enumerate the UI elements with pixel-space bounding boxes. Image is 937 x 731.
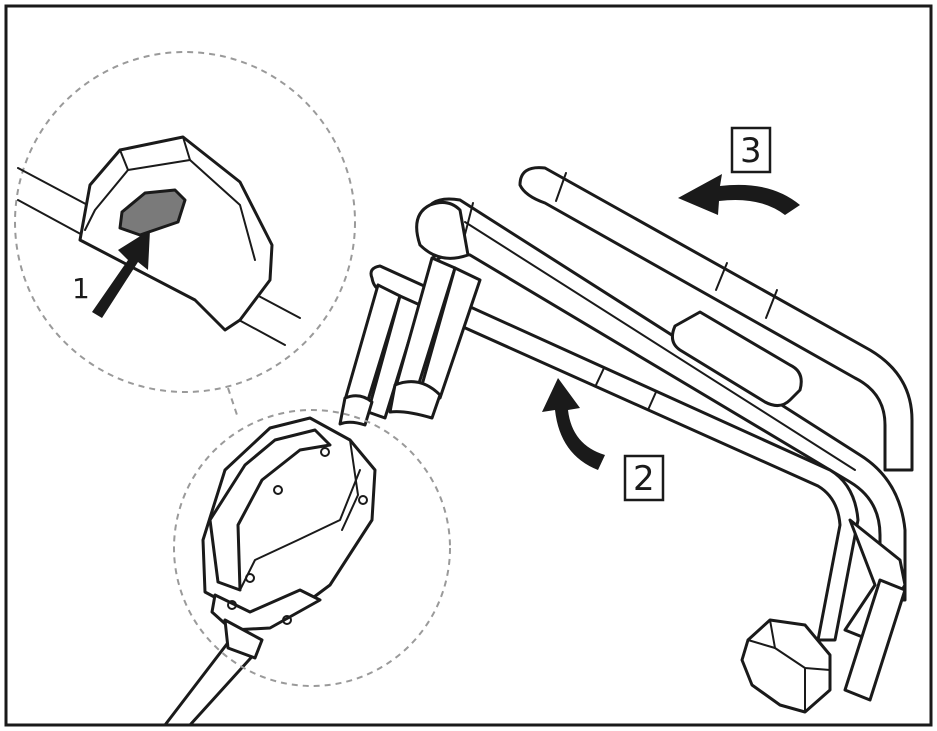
- handle-crossbar: [415, 197, 907, 602]
- curved-arrow-left-icon: [678, 174, 800, 215]
- detail-connector: [227, 387, 239, 419]
- detail-circle-top: 1: [14, 51, 356, 393]
- step-3-box: [730, 126, 772, 174]
- detail-circle-bottom: [173, 409, 451, 687]
- knob-bottom-right: [740, 618, 832, 714]
- step-1-label: 1: [72, 272, 90, 305]
- step-2-label: 2: [633, 459, 655, 499]
- upper-handle: [518, 166, 914, 472]
- arrow-up-right-icon: [92, 230, 150, 318]
- diagram-frame: [4, 4, 933, 727]
- release-button: [118, 188, 187, 237]
- handle-lower-tubes: [163, 256, 907, 727]
- step-2-box: [623, 454, 665, 502]
- curved-arrow-up-icon: [542, 378, 605, 470]
- step-3-label: 3: [740, 131, 762, 171]
